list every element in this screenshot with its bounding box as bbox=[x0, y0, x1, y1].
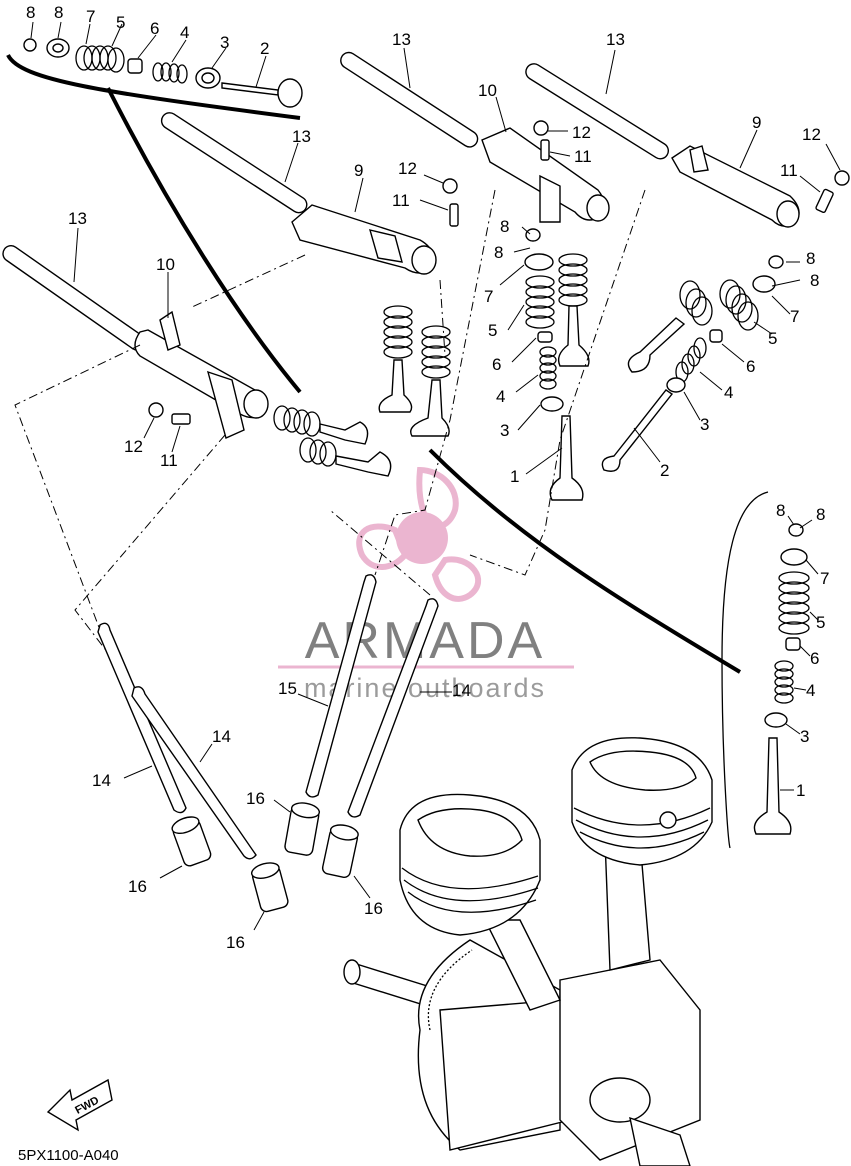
callout-1: 1 bbox=[796, 781, 805, 800]
engine-reference-pistons-crank bbox=[343, 737, 713, 1166]
callout-4: 4 bbox=[724, 383, 733, 402]
callout-11: 11 bbox=[574, 147, 592, 166]
callout-14: 14 bbox=[212, 727, 231, 746]
inset-valve-parts-top-left: 8 8 7 5 6 4 3 2 bbox=[6, 3, 303, 120]
callout-7: 7 bbox=[484, 287, 493, 306]
callout-12: 12 bbox=[398, 159, 417, 178]
callout-7: 7 bbox=[790, 307, 799, 326]
callout-8: 8 bbox=[500, 217, 509, 236]
callout-10: 10 bbox=[156, 255, 175, 274]
callout-9: 9 bbox=[354, 161, 363, 180]
valve-assembly-right-upper: 8 8 7 5 6 4 3 2 bbox=[601, 249, 819, 480]
callout-5: 5 bbox=[116, 13, 125, 32]
callout-1: 1 bbox=[510, 467, 519, 486]
callout-16: 16 bbox=[246, 789, 265, 808]
callout-8: 8 bbox=[810, 271, 819, 290]
callout-8: 8 bbox=[494, 243, 503, 262]
callout-6: 6 bbox=[150, 19, 159, 38]
callout-3: 3 bbox=[800, 727, 809, 746]
callout-11: 11 bbox=[160, 451, 178, 470]
callout-14: 14 bbox=[452, 681, 471, 700]
callout-11: 11 bbox=[392, 191, 410, 210]
callout-4: 4 bbox=[180, 23, 189, 42]
divider-line bbox=[106, 87, 302, 394]
callout-13: 13 bbox=[68, 209, 87, 228]
callout-4: 4 bbox=[496, 387, 505, 406]
callout-12: 12 bbox=[124, 437, 143, 456]
callout-4: 4 bbox=[806, 681, 815, 700]
callout-3: 3 bbox=[500, 421, 509, 440]
divider-line bbox=[428, 448, 742, 674]
callout-12: 12 bbox=[572, 123, 591, 142]
callout-8: 8 bbox=[806, 249, 815, 268]
diagram-code: 5PX1100-A040 bbox=[18, 1147, 119, 1164]
callout-7: 7 bbox=[86, 7, 95, 26]
callout-7: 7 bbox=[820, 569, 829, 588]
inset-valve-parts-right: 8 8 7 5 6 4 3 1 bbox=[721, 491, 829, 849]
callout-6: 6 bbox=[810, 649, 819, 668]
adjust-nuts-and-screws: 12 11 12 11 12 11 12 11 bbox=[124, 120, 850, 470]
callout-13: 13 bbox=[392, 30, 411, 49]
callout-16: 16 bbox=[364, 899, 383, 918]
callout-16: 16 bbox=[128, 877, 147, 896]
callout-13: 13 bbox=[606, 30, 625, 49]
callout-6: 6 bbox=[746, 357, 755, 376]
callout-5: 5 bbox=[488, 321, 497, 340]
callout-3: 3 bbox=[220, 33, 229, 52]
callout-13: 13 bbox=[292, 127, 311, 146]
callout-2: 2 bbox=[260, 39, 269, 58]
callout-8: 8 bbox=[54, 3, 63, 22]
callout-2: 2 bbox=[660, 461, 669, 480]
callout-5: 5 bbox=[768, 329, 777, 348]
push-rods: 14 14 15 14 bbox=[92, 574, 471, 860]
propeller-logo-icon bbox=[356, 466, 482, 602]
callout-12: 12 bbox=[802, 125, 821, 144]
callout-11: 11 bbox=[780, 161, 798, 180]
forward-direction-arrow: FWD bbox=[46, 1078, 113, 1132]
callout-14: 14 bbox=[92, 771, 111, 790]
callout-15: 15 bbox=[278, 679, 297, 698]
callout-6: 6 bbox=[492, 355, 501, 374]
callout-16: 16 bbox=[226, 933, 245, 952]
rocker-shafts: 13 13 13 13 bbox=[2, 30, 669, 351]
callout-10: 10 bbox=[478, 81, 497, 100]
callout-3: 3 bbox=[700, 415, 709, 434]
callout-9: 9 bbox=[752, 113, 761, 132]
callout-8: 8 bbox=[776, 501, 785, 520]
valve-assemblies-center: 8 8 7 5 6 4 3 1 bbox=[273, 217, 590, 501]
callout-5: 5 bbox=[816, 613, 825, 632]
callout-8: 8 bbox=[26, 3, 35, 22]
valve-lifters: 16 16 16 16 bbox=[128, 789, 383, 952]
rocker-arms: 10 9 10 9 bbox=[134, 81, 800, 439]
armada-watermark: ARMADA marine outboards bbox=[278, 466, 574, 703]
callout-8: 8 bbox=[816, 505, 825, 524]
